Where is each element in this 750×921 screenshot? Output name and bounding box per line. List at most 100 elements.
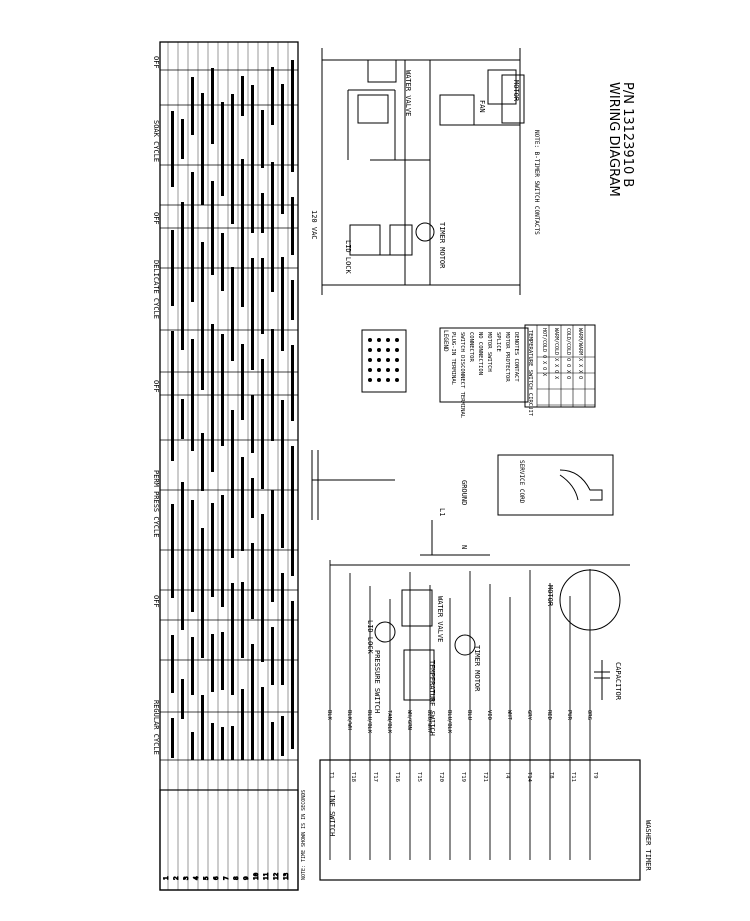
timing-bar bbox=[201, 528, 204, 658]
cycle-label-soak: SOAK CYCLE bbox=[152, 120, 160, 162]
terminal-label: T16 bbox=[394, 772, 400, 782]
service-cord-label: SERVICE CORD bbox=[518, 460, 525, 504]
timing-bar bbox=[291, 601, 294, 749]
schematic-motor: MOTOR bbox=[512, 80, 520, 102]
terminal-label: T21 bbox=[482, 772, 488, 782]
connector-pin bbox=[395, 358, 399, 362]
timing-bar bbox=[201, 433, 204, 491]
connector-pin bbox=[395, 368, 399, 372]
timing-bar bbox=[171, 331, 174, 461]
row-number: 1 bbox=[163, 876, 170, 880]
timing-bar bbox=[181, 482, 184, 630]
timing-bar bbox=[261, 193, 264, 233]
timing-bar bbox=[181, 679, 184, 719]
cycle-label-regular: REGULAR CYCLE bbox=[152, 700, 160, 755]
wire-color-label: GRY bbox=[526, 710, 532, 721]
wire-color-label: BLU bbox=[466, 710, 472, 720]
timing-bar bbox=[241, 457, 244, 551]
connector-pin bbox=[377, 368, 381, 372]
timing-bar bbox=[201, 695, 204, 760]
timing-bar bbox=[251, 543, 254, 619]
terminal-label: T9 bbox=[592, 772, 598, 779]
wiring-layout bbox=[319, 560, 641, 881]
row-number: 9 bbox=[243, 876, 250, 880]
timing-bar bbox=[271, 627, 274, 685]
timing-bar bbox=[191, 339, 194, 451]
wiring-temp-switch: TEMPERATURE SWITCH bbox=[428, 660, 436, 736]
timing-bar bbox=[211, 181, 214, 275]
timing-bar bbox=[261, 258, 264, 334]
wiring-capacitor: CAPACITOR bbox=[614, 662, 622, 701]
row-number: 10 bbox=[253, 872, 260, 880]
timing-bar bbox=[251, 478, 254, 518]
timing-bar bbox=[171, 230, 174, 306]
temp-table-cell: WARM/COLD X X O X bbox=[553, 328, 559, 379]
timing-bar bbox=[191, 172, 194, 302]
wiring-motor: MOTOR bbox=[546, 585, 554, 607]
temp-table-title: TEMPERATURE SWITCH CIRCUIT bbox=[527, 330, 533, 417]
chart-note: NOTE: TIME SHOWN IS IN SECONDS bbox=[301, 790, 307, 880]
row-number: 6 bbox=[213, 876, 220, 880]
timing-bar bbox=[211, 634, 214, 692]
timing-bar bbox=[241, 344, 244, 420]
timing-bar bbox=[211, 68, 214, 144]
connector-pin bbox=[377, 348, 381, 352]
timing-bar bbox=[241, 159, 244, 307]
timing-bar bbox=[171, 635, 174, 693]
wire-color-label: BLU/BLK bbox=[366, 710, 372, 734]
cycle-labels: REGULAR CYCLE PERM PRESS CYCLE DELICATE … bbox=[152, 56, 307, 880]
schematic-lid-lock: LID LOCK bbox=[344, 240, 352, 275]
timing-bar bbox=[181, 399, 184, 439]
timing-bar bbox=[231, 267, 234, 361]
row-number: 13 bbox=[283, 872, 290, 880]
service-cord-box bbox=[497, 454, 614, 516]
timing-bar bbox=[251, 395, 254, 453]
connector-pin bbox=[368, 348, 372, 352]
title-line-2: P/N 13123910 B bbox=[620, 82, 635, 187]
timing-bar bbox=[271, 329, 274, 441]
timing-bar bbox=[221, 102, 224, 196]
timing-bar bbox=[231, 726, 234, 760]
legend-item: SPLICE bbox=[495, 332, 501, 352]
timing-bar bbox=[281, 400, 284, 548]
timing-bar bbox=[191, 500, 194, 612]
connector-pin bbox=[377, 358, 381, 362]
timing-bar bbox=[231, 583, 234, 695]
connector-pin bbox=[368, 358, 372, 362]
row-number: 2 bbox=[173, 876, 180, 880]
row-number: 12 bbox=[273, 872, 280, 880]
wiring-labels: LID LOCK PRESSURE SWITCH TEMPERATURE SWI… bbox=[326, 585, 652, 871]
terminal-label: T17 bbox=[372, 772, 378, 782]
legend-item: SWITCH DISCONNECT TERMINAL bbox=[459, 332, 465, 419]
row-number: 7 bbox=[223, 876, 230, 880]
terminal-label: T8 bbox=[548, 772, 554, 779]
timing-bar bbox=[211, 324, 214, 472]
timing-bar bbox=[271, 162, 274, 292]
legend-item: DENOTES CONTACT bbox=[513, 332, 519, 382]
timing-bar bbox=[241, 76, 244, 116]
wire-color-label: RED bbox=[546, 710, 552, 720]
terminal-label: T4 bbox=[504, 772, 510, 779]
temperature-table bbox=[524, 324, 596, 408]
timing-bar bbox=[261, 687, 264, 760]
connector-pin bbox=[395, 348, 399, 352]
timing-bar bbox=[191, 732, 194, 760]
wiring-water-valve: WATER VALVE bbox=[436, 596, 444, 642]
connector-pin bbox=[386, 348, 390, 352]
wiring-washer-timer: WASHER TIMER bbox=[644, 820, 652, 871]
timing-bar bbox=[261, 359, 264, 489]
timing-bar bbox=[281, 573, 284, 685]
timing-bar bbox=[291, 280, 294, 320]
timing-bar bbox=[191, 637, 194, 695]
timing-bar bbox=[281, 84, 284, 214]
schematic-note: NOTE: B-TIMER SWITCH CONTACTS bbox=[533, 130, 540, 235]
timing-bar bbox=[221, 233, 224, 291]
wire-color-label: TAN/BLK bbox=[386, 710, 392, 734]
ladder-schematic bbox=[321, 48, 525, 295]
off-label-3: OFF bbox=[152, 380, 160, 393]
timing-bar bbox=[221, 727, 224, 760]
service-labels: L1 N GROUND bbox=[438, 480, 468, 549]
timing-bar bbox=[171, 504, 174, 598]
terminal-label: T19 bbox=[460, 772, 466, 782]
